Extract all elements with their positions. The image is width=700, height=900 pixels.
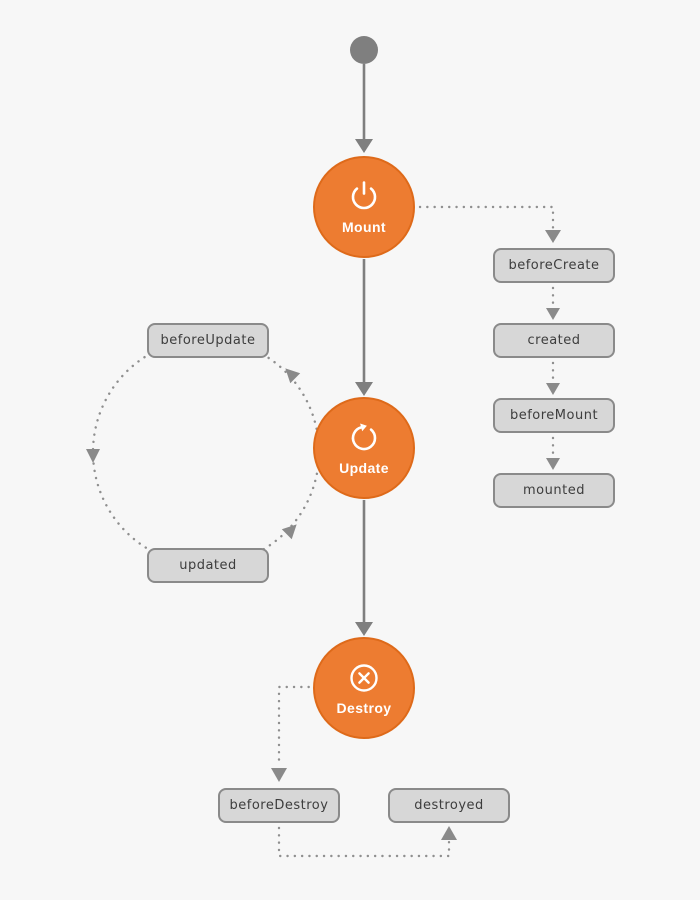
- hook-updated: updated: [147, 548, 269, 583]
- created-to-beforemount-connector: [546, 361, 560, 395]
- refresh-icon: [351, 423, 377, 450]
- hook-destroyed: destroyed: [388, 788, 510, 823]
- mount-to-beforecreate-connector: [418, 205, 561, 243]
- hook-beforeupdate: beforeUpdate: [147, 323, 269, 358]
- hook-created: created: [493, 323, 615, 358]
- beforecreate-to-created-connector: [546, 286, 560, 320]
- mount-to-update-arrow: [355, 259, 373, 396]
- power-icon: [351, 180, 377, 209]
- hook-beforemount: beforeMount: [493, 398, 615, 433]
- stage-label-mount: Mount: [342, 218, 386, 235]
- update-to-destroy-arrow: [355, 500, 373, 636]
- start-to-mount-arrow: [355, 64, 373, 153]
- close-circle-icon: [350, 663, 378, 692]
- start-node: [350, 36, 378, 64]
- stage-node-mount: Mount: [313, 156, 415, 258]
- beforedestroy-to-destroyed-connector: [277, 826, 457, 858]
- stage-node-destroy: Destroy: [313, 637, 415, 739]
- destroy-to-beforedestroy-connector: [271, 685, 318, 782]
- cycle-arrowhead-to-update: [281, 524, 297, 540]
- stage-label-destroy: Destroy: [336, 699, 392, 716]
- beforemount-to-mounted-connector: [546, 436, 560, 470]
- cycle-arrowhead-to-beforeupdate: [285, 368, 301, 384]
- update-cycle-circle: [86, 337, 321, 567]
- stage-label-update: Update: [339, 459, 389, 476]
- hook-mounted: mounted: [493, 473, 615, 508]
- hook-beforedestroy: beforeDestroy: [218, 788, 340, 823]
- cycle-arrowhead-to-updated: [86, 449, 100, 463]
- hook-beforecreate: beforeCreate: [493, 248, 615, 283]
- stage-node-update: Update: [313, 397, 415, 499]
